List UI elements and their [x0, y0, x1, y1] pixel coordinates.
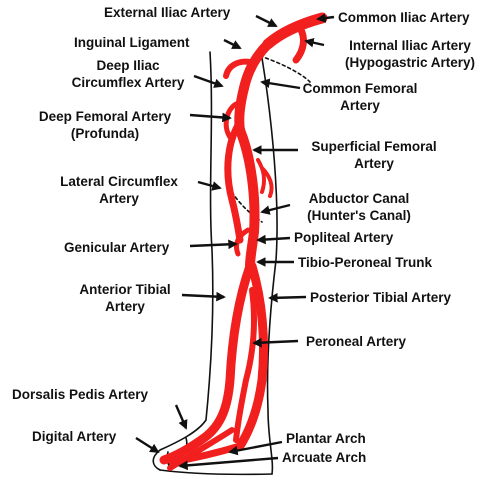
label-tibio-peroneal: Tibio-Peroneal Trunk [298, 255, 433, 270]
label-abductor-canal: Abductor Canal (Hunter's Canal) [292, 190, 426, 224]
label-internal-iliac-line2: (Hypogastric Artery) [344, 55, 476, 70]
label-popliteal: Popliteal Artery [294, 230, 394, 245]
label-plantar-arch: Plantar Arch [286, 431, 366, 446]
label-digital: Digital Artery [32, 429, 117, 444]
arrow-common-iliac [316, 13, 335, 23]
label-lateral-circumflex-line2: Artery [99, 191, 139, 206]
label-genicular: Genicular Artery [64, 240, 170, 255]
label-common-iliac: Common Iliac Artery [338, 10, 470, 25]
anterior-tibial-artery [159, 261, 255, 465]
superficial-femoral-artery [235, 125, 260, 271]
label-abductor-canal-line2: (Hunter's Canal) [307, 208, 411, 223]
pointer-arrows [135, 13, 335, 471]
arrow-genicular [189, 239, 238, 250]
arrow-abductor-canal [260, 203, 291, 215]
muscular-branches [256, 158, 274, 198]
label-deep-femoral-line1: Deep Femoral Artery [38, 109, 172, 124]
label-anterior-tibial-line2: Artery [105, 299, 145, 314]
arrow-common-femoral [260, 78, 301, 90]
peroneal-artery [233, 287, 257, 443]
label-superficial-femoral-line1: Superficial Femoral [311, 139, 437, 154]
label-deep-iliac: Deep Iliac Circumflex Artery [58, 57, 198, 91]
internal-iliac-artery [292, 24, 307, 64]
arcuate-arch [167, 427, 235, 471]
label-anterior-tibial-line1: Anterior Tibial [79, 282, 171, 297]
arrow-digital [135, 436, 160, 454]
label-internal-iliac-line1: Internal Iliac Artery [349, 38, 471, 53]
arrow-anterior-tibial [181, 291, 226, 302]
arrow-plantar-arch [228, 440, 283, 456]
label-anterior-tibial: Anterior Tibial Artery [66, 281, 184, 315]
common-iliac-artery [262, 12, 328, 50]
label-lateral-circumflex-line1: Lateral Circumflex [60, 174, 178, 189]
label-deep-iliac-line1: Deep Iliac [96, 58, 160, 73]
deep-iliac-circumflex-artery [223, 58, 253, 79]
label-abductor-canal-line1: Abductor Canal [308, 191, 410, 206]
label-common-femoral-line2: Artery [340, 98, 380, 113]
label-dorsalis-pedis: Dorsalis Pedis Artery [12, 387, 149, 402]
label-peroneal: Peroneal Artery [306, 334, 407, 349]
label-deep-femoral: Deep Femoral Artery (Profunda) [30, 108, 180, 142]
label-external-iliac: External Iliac Artery [104, 5, 231, 20]
arrow-inguinal-ligament [223, 38, 242, 50]
label-common-femoral: Common Femoral Artery [300, 80, 420, 114]
posterior-tibial-artery [235, 261, 269, 451]
label-posterior-tibial: Posterior Tibial Artery [310, 290, 452, 305]
label-superficial-femoral-line2: Artery [354, 156, 394, 171]
arrow-internal-iliac [304, 37, 325, 48]
label-deep-iliac-line2: Circumflex Artery [71, 75, 185, 90]
label-superficial-femoral: Superficial Femoral Artery [298, 138, 450, 172]
label-common-femoral-line1: Common Femoral [302, 81, 418, 96]
arrow-popliteal [256, 234, 291, 245]
label-arcuate-arch: Arcuate Arch [282, 450, 367, 465]
arrow-dorsalis-pedis [174, 404, 188, 430]
label-deep-femoral-line2: (Profunda) [70, 126, 140, 141]
arrow-arcuate-arch [178, 456, 279, 471]
arrow-deep-iliac [193, 74, 224, 88]
arrow-lateral-circumflex [197, 180, 222, 191]
label-inguinal-ligament: Inguinal Ligament [74, 35, 190, 50]
label-lateral-circumflex: Lateral Circumflex Artery [44, 173, 194, 207]
arrow-peroneal [252, 337, 299, 348]
label-internal-iliac: Internal Iliac Artery (Hypogastric Arter… [322, 37, 498, 71]
arrow-external-iliac [255, 14, 278, 28]
arrow-deep-femoral [189, 112, 232, 123]
arrow-posterior-tibial [268, 292, 307, 303]
